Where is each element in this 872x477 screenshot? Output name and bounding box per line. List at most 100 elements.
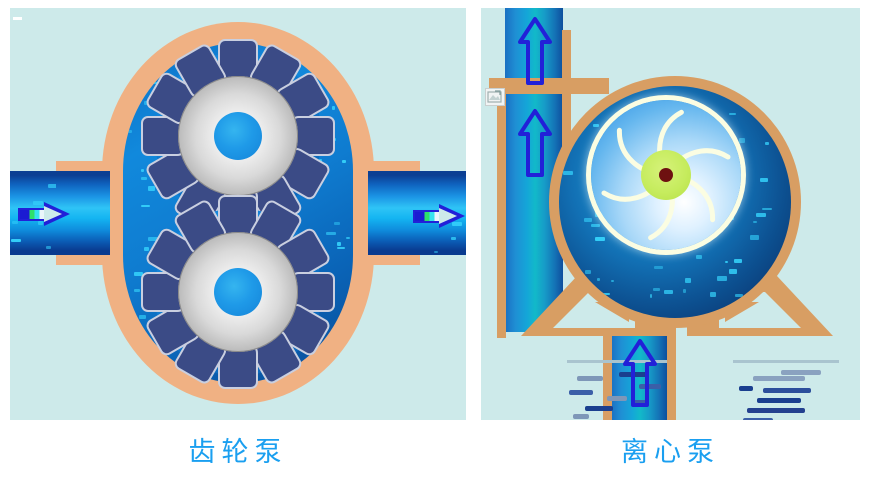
discharge-pipe-wall-right	[562, 30, 571, 220]
water-surface-right	[733, 360, 839, 363]
bubble	[591, 224, 600, 227]
water-mark	[577, 376, 603, 381]
centrifugal-pump-panel	[481, 8, 860, 420]
bubble	[451, 237, 456, 240]
bubble	[128, 130, 132, 133]
broken-image-placeholder-icon	[485, 88, 505, 106]
gear-shaft-bore	[214, 268, 262, 316]
discharge-pipe-wall-left	[497, 86, 506, 338]
suction-arrow-icon	[623, 338, 657, 408]
suction-pipe-wall-right	[667, 326, 676, 420]
bubble	[593, 124, 599, 127]
bubble	[134, 289, 140, 292]
water-mark	[631, 400, 649, 405]
water-mark	[585, 406, 613, 411]
gear-pump-caption: 齿轮泵	[188, 437, 288, 467]
bubble	[735, 294, 743, 297]
bubble	[11, 239, 21, 242]
bubble	[434, 251, 438, 253]
water-mark	[739, 386, 753, 391]
inlet-flow-arrow-icon	[18, 202, 74, 226]
bubble	[650, 294, 652, 298]
bubble	[334, 222, 340, 225]
water-mark	[747, 408, 805, 413]
centrifugal-pump-illustration	[481, 8, 860, 420]
bubble	[601, 90, 607, 92]
bubble	[141, 205, 150, 207]
bubble	[346, 237, 350, 239]
bubble	[348, 46, 353, 51]
bubble	[729, 269, 737, 274]
impeller	[591, 100, 741, 250]
centrifugal-pump-caption: 离心泵	[621, 437, 720, 467]
bubble	[753, 221, 757, 223]
bubble	[148, 186, 155, 191]
bubble	[595, 212, 605, 217]
gear-pump-panel	[10, 8, 466, 420]
bubble	[46, 246, 51, 249]
bubble	[602, 293, 610, 295]
bubble	[611, 280, 614, 282]
outlet-flow-arrow-icon	[413, 204, 466, 228]
impeller-shaft	[659, 168, 673, 182]
up-arrow-glyph	[623, 339, 657, 407]
arrow-head	[439, 204, 465, 228]
arrow-tail	[413, 210, 442, 223]
bubble	[762, 208, 772, 210]
bubble	[342, 160, 346, 163]
bubble	[734, 259, 742, 263]
bubble	[779, 267, 789, 271]
water-mark	[743, 418, 773, 420]
bubble	[653, 288, 660, 291]
bubble	[584, 218, 592, 222]
bubble	[33, 201, 43, 205]
bubble	[128, 341, 135, 343]
bubble	[710, 292, 716, 297]
pipe-flange	[489, 78, 609, 94]
arrow-head	[44, 202, 70, 226]
bubble	[338, 60, 342, 64]
bubble	[326, 232, 336, 235]
bubble	[717, 276, 727, 281]
bubble	[664, 290, 673, 294]
placeholder-glyph	[487, 90, 502, 103]
suction-pipe-wall-left	[603, 326, 612, 420]
bubble	[756, 213, 766, 217]
bubble	[696, 255, 702, 259]
discharge-arrow-upper-icon	[518, 16, 552, 86]
up-arrow-glyph	[518, 109, 552, 177]
bubble	[683, 289, 686, 293]
bubble	[134, 272, 143, 276]
water-mark	[569, 390, 593, 395]
bubble	[300, 51, 303, 54]
bubble	[765, 142, 769, 145]
water-mark	[781, 370, 821, 375]
bubble	[12, 221, 18, 224]
bubble	[750, 235, 759, 240]
bubble	[729, 113, 736, 115]
bubble	[731, 216, 734, 220]
arrow-tail	[18, 208, 47, 221]
bubble	[327, 360, 329, 364]
gear-lower	[140, 194, 336, 390]
bubble	[141, 177, 147, 180]
bubble	[148, 237, 158, 241]
bubble	[337, 242, 341, 246]
bubble	[139, 315, 146, 319]
bubble	[168, 63, 170, 65]
bubble	[585, 89, 589, 93]
bubble	[654, 266, 663, 269]
bubble	[597, 278, 600, 281]
water-mark	[763, 388, 811, 393]
bubble	[337, 247, 345, 249]
water-mark	[639, 384, 661, 389]
gear-shaft-bore	[214, 112, 262, 160]
panel-corner-notch	[13, 17, 22, 20]
bubble	[334, 138, 336, 141]
bubble	[303, 53, 306, 57]
bubble	[725, 261, 728, 263]
bubble	[329, 346, 336, 350]
bubble	[144, 247, 149, 251]
water-mark	[753, 376, 805, 381]
